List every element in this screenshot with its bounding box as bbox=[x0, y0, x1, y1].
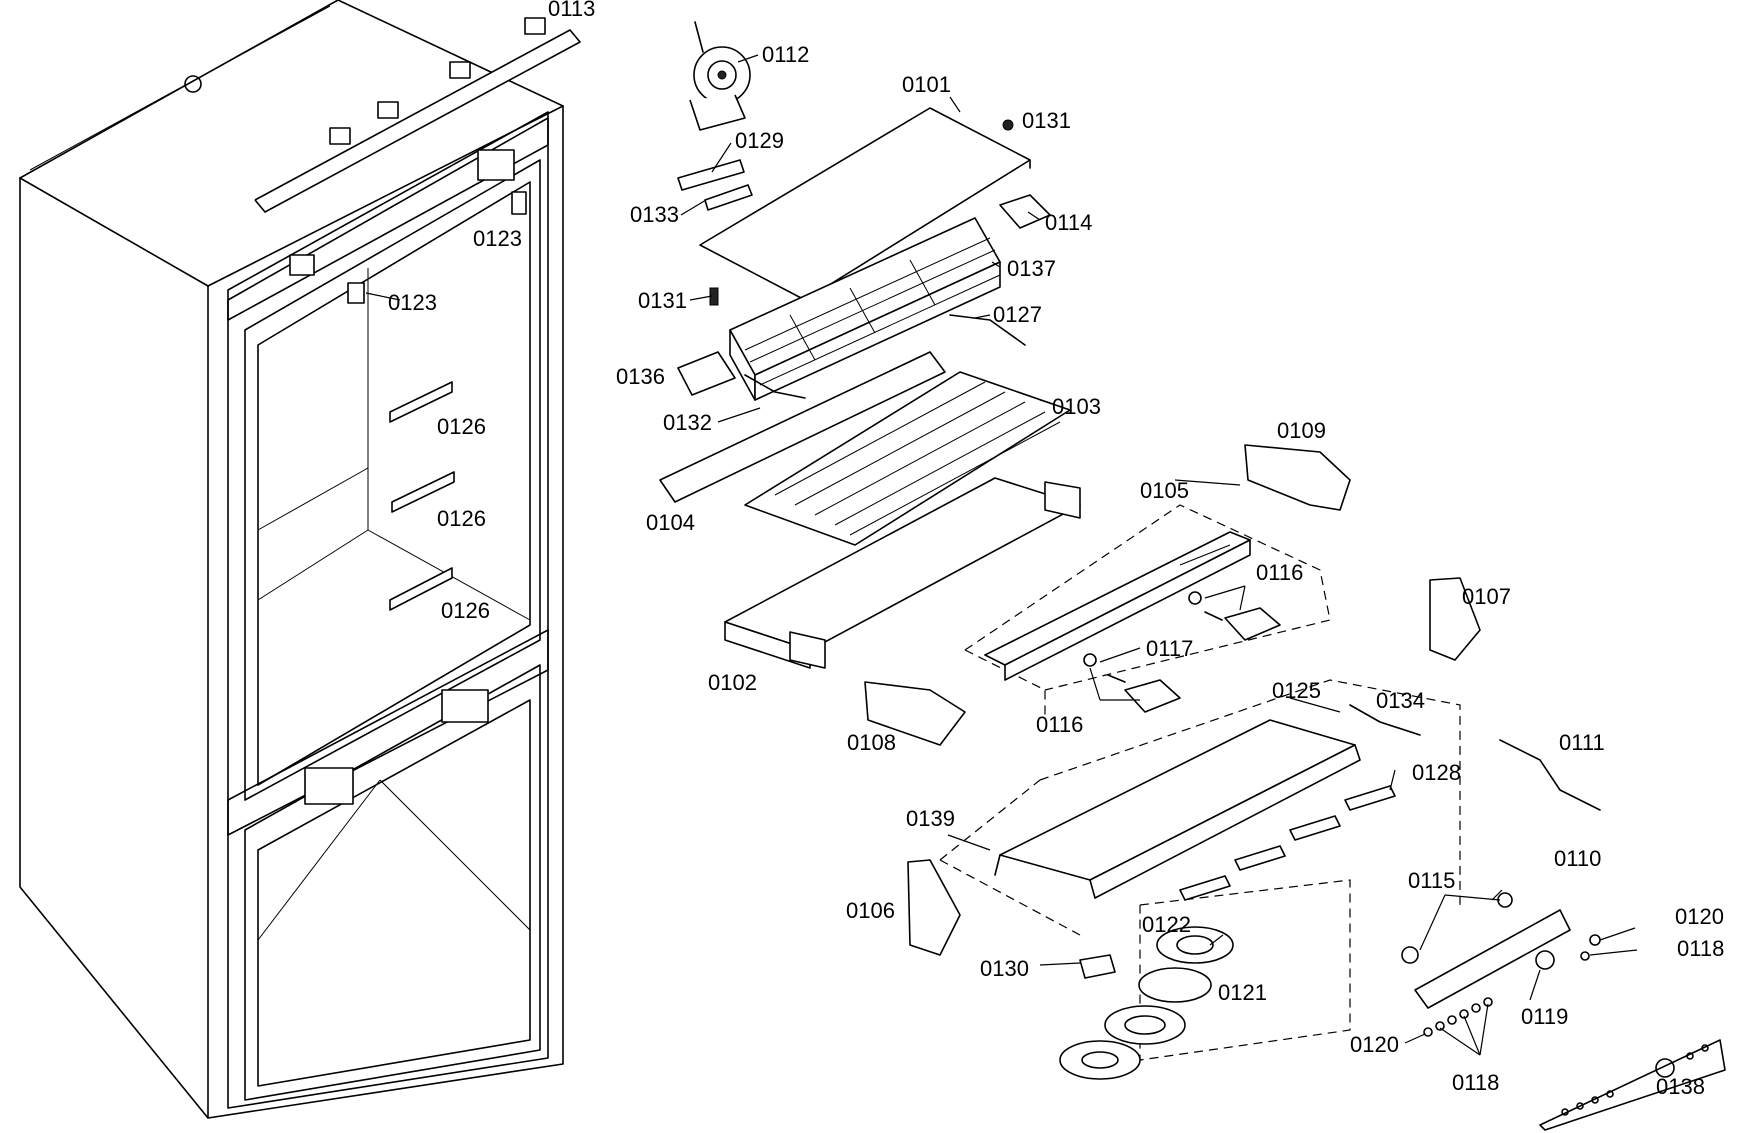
label-0121: 0121 bbox=[1218, 980, 1267, 1005]
label-0116-left: 0116 bbox=[1036, 712, 1083, 737]
shelf-rail-parts bbox=[389, 381, 455, 611]
label-0123-left: 0123 bbox=[388, 290, 437, 315]
label-0133: 0133 bbox=[630, 202, 679, 227]
label-0103: 0103 bbox=[1052, 394, 1101, 419]
evaporator-coil-part bbox=[729, 217, 1001, 401]
label-0131-lower: 0131 bbox=[638, 288, 687, 313]
label-0130: 0130 bbox=[980, 956, 1029, 981]
label-0139: 0139 bbox=[906, 806, 955, 831]
label-0111: 0111 bbox=[1559, 730, 1605, 755]
bracket-parts bbox=[677, 159, 753, 211]
label-0118-lower: 0118 bbox=[1452, 1070, 1499, 1095]
label-0116-right: 0116 bbox=[1256, 560, 1303, 585]
label-0118-right: 0118 bbox=[1677, 936, 1724, 961]
side-bracket-parts bbox=[864, 444, 1481, 956]
label-0117: 0117 bbox=[1146, 636, 1193, 661]
label-0125: 0125 bbox=[1272, 678, 1321, 703]
leader-lines bbox=[365, 54, 1638, 1056]
label-0120-left: 0120 bbox=[1350, 1032, 1399, 1057]
label-0120-right: 0120 bbox=[1675, 904, 1724, 929]
label-0138: 0138 bbox=[1656, 1074, 1705, 1099]
label-0109: 0109 bbox=[1277, 418, 1326, 443]
label-0132: 0132 bbox=[663, 410, 712, 435]
label-0129: 0129 bbox=[735, 128, 784, 153]
refrigerator-cabinet bbox=[19, 0, 581, 1119]
label-0137: 0137 bbox=[1007, 256, 1056, 281]
label-0126-lower: 0126 bbox=[441, 598, 490, 623]
label-0123-right: 0123 bbox=[473, 226, 522, 251]
label-0102: 0102 bbox=[708, 670, 757, 695]
clip-parts bbox=[347, 191, 527, 304]
label-0131-upper: 0131 bbox=[1022, 108, 1071, 133]
faceplate-part bbox=[1539, 1039, 1726, 1131]
clip-0130-part bbox=[1079, 954, 1116, 979]
label-0114: 0114 bbox=[1045, 210, 1092, 235]
small-component-parts bbox=[677, 194, 1051, 399]
air-duct-part bbox=[724, 477, 1081, 669]
label-0107: 0107 bbox=[1462, 584, 1511, 609]
label-0126-upper: 0126 bbox=[437, 414, 486, 439]
part-labels: 0113 0112 0101 0131 0129 0133 0114 0137 … bbox=[388, 0, 1724, 1099]
lamp-ring-parts bbox=[1059, 926, 1234, 1080]
label-0112: 0112 bbox=[762, 42, 809, 67]
housing-dashed-outline bbox=[964, 504, 1331, 720]
fan-motor-part bbox=[689, 21, 751, 131]
label-0113: 0113 bbox=[548, 0, 595, 21]
lower-dashed-outline bbox=[939, 679, 1461, 1061]
label-0126-middle: 0126 bbox=[437, 506, 486, 531]
label-0106: 0106 bbox=[846, 898, 895, 923]
label-0128: 0128 bbox=[1412, 760, 1461, 785]
vent-grille-parts bbox=[1179, 785, 1396, 901]
label-0108: 0108 bbox=[847, 730, 896, 755]
label-0119: 0119 bbox=[1521, 1004, 1568, 1029]
wire-harness-parts bbox=[1349, 704, 1601, 811]
label-0134: 0134 bbox=[1376, 688, 1425, 713]
leveling-feet-parts bbox=[1083, 591, 1281, 713]
label-0115: 0115 bbox=[1408, 868, 1455, 893]
label-0105: 0105 bbox=[1140, 478, 1189, 503]
label-0110: 0110 bbox=[1554, 846, 1601, 871]
label-0122: 0122 bbox=[1142, 912, 1191, 937]
label-0127: 0127 bbox=[993, 302, 1042, 327]
control-panel-part bbox=[1401, 892, 1601, 1009]
label-0101: 0101 bbox=[902, 72, 951, 97]
label-0136: 0136 bbox=[616, 364, 665, 389]
label-0104: 0104 bbox=[646, 510, 695, 535]
control-tray-part bbox=[994, 719, 1361, 899]
channel-bracket-part bbox=[984, 531, 1251, 681]
drip-tray-part bbox=[659, 351, 1071, 546]
